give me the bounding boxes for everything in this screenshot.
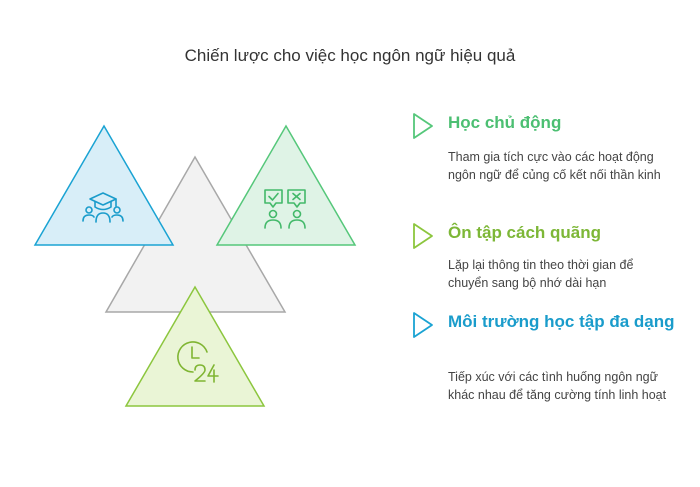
item-heading: Môi trường học tập đa dạng <box>448 312 675 331</box>
diagram-title: Chiến lược cho việc học ngôn ngữ hiệu qu… <box>184 46 516 65</box>
item-heading: Học chủ động <box>448 113 562 132</box>
item-description: Tiếp xúc với các tình huống ngôn ngữ khá… <box>448 370 667 402</box>
play-arrow-icon <box>413 312 433 338</box>
play-arrow-icon <box>413 223 433 249</box>
item-description: Lặp lại thông tin theo thời gian để chuy… <box>448 258 634 290</box>
diverse-environment-triangle <box>124 285 266 407</box>
spaced-repetition-triangle <box>215 124 357 246</box>
play-arrow-icon <box>413 113 433 139</box>
review-checklist-icon <box>264 189 306 229</box>
student-group-icon <box>82 192 124 223</box>
item-description: Tham gia tích cực vào các hoạt động ngôn… <box>448 150 661 182</box>
active-learning-triangle <box>33 124 175 246</box>
item-heading: Ôn tập cách quãng <box>448 223 602 242</box>
clock-24-icon <box>177 341 219 383</box>
